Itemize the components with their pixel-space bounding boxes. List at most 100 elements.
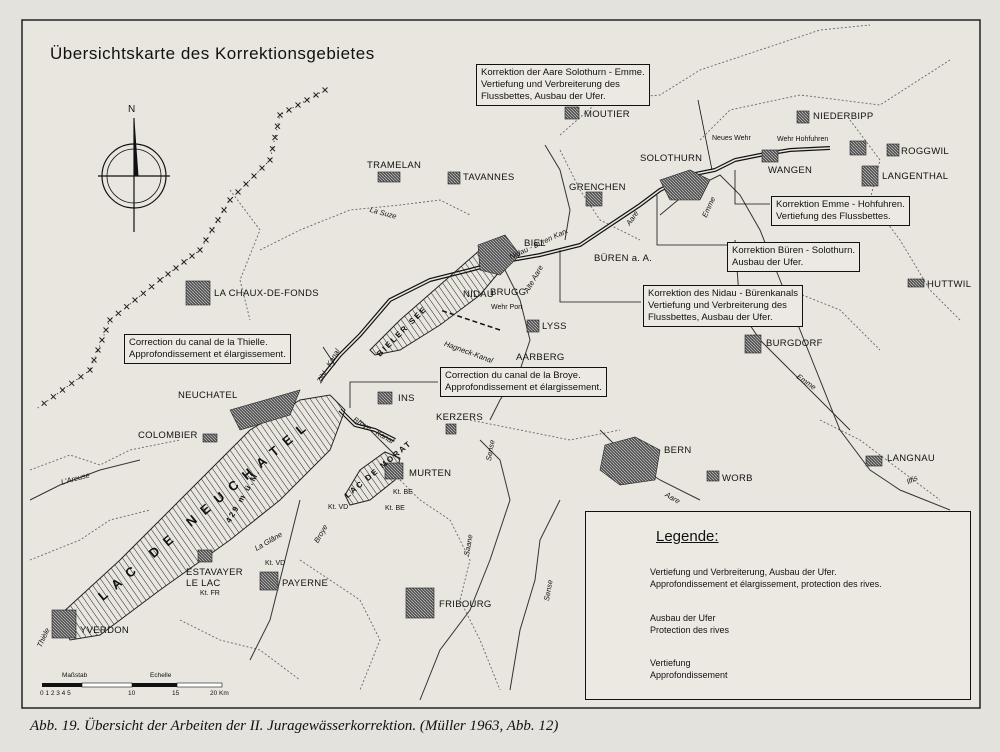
border-cross (95, 347, 101, 353)
place-label-grenchen: GRENCHEN (569, 182, 626, 193)
grenchen-block (585, 191, 603, 207)
annotation-line: Approfondissement et élargissement. (445, 382, 602, 393)
figure-caption: Abb. 19. Übersicht der Arbeiten der II. … (30, 718, 559, 734)
border-cross (41, 400, 48, 407)
annotation-box_bueren: Korrektion Büren - Solothurn.Ausbau der … (727, 242, 861, 272)
border-cross (87, 367, 93, 373)
border-cross (50, 393, 57, 400)
border-cross (203, 237, 209, 243)
small-label-neues_wehr: Neues Wehr (712, 135, 751, 142)
border-cross (165, 271, 171, 277)
lake-neuchatel (59, 394, 346, 641)
place-label-worb: WORB (722, 473, 753, 484)
place-label-estavayer: ESTAVAYER LE LAC (186, 567, 243, 589)
border-cross (68, 380, 75, 387)
border-cross (277, 112, 283, 118)
border-cross (77, 373, 84, 380)
tavannes-block (447, 171, 461, 185)
border-cross (189, 253, 195, 259)
border-cross (267, 157, 273, 163)
payerne-block (259, 571, 279, 591)
wangen-block (761, 149, 779, 163)
national-border (34, 87, 328, 411)
annotation-box_broye: Correction du canal de la Broye.Approfon… (440, 367, 607, 397)
tramelan-block (377, 171, 401, 183)
border-cross (272, 134, 278, 141)
annotation-line: Korrektion Emme - Hohfuhren. (776, 199, 905, 210)
place-label-yverdon: YVERDON (80, 625, 130, 636)
bern-block (599, 436, 661, 486)
small-label-kt_vd2: Kt. VD (265, 560, 286, 567)
place-label-solothurn: SOLOTHURN (640, 153, 703, 164)
border-cross (295, 102, 301, 108)
place-label-kerzers: KERZERS (436, 412, 483, 423)
annotation-box_aare: Korrektion der Aare Solothurn - Emme.Ver… (476, 64, 650, 106)
place-label-langenthal: LANGENTHAL (882, 171, 949, 182)
place-label-lyss: LYSS (542, 321, 567, 332)
place-label-huttwil: HUTTWIL (927, 279, 972, 290)
border-cross (209, 227, 215, 233)
legend-item-deepen: Vertiefung Approfondissement (650, 658, 728, 680)
small-label-wehr_hohfuhren: Wehr Hohfuhren (777, 136, 829, 143)
annotation-line: Flussbettes, Ausbau der Ufer. (648, 312, 773, 323)
map-title: Übersichtskarte des Korrektionsgebietes (50, 44, 375, 63)
border-cross (313, 92, 319, 98)
border-cross (286, 107, 292, 113)
burgdorf-block (744, 334, 762, 354)
place-label-bueren: BÜREN a. A. (594, 253, 653, 264)
border-cross (59, 387, 66, 393)
small-label-kt_fr: Kt. FR (200, 590, 220, 597)
border-cross (215, 217, 221, 223)
box-leaders (322, 99, 770, 408)
scale-label-de: Maßstab (62, 672, 88, 679)
border-cross (322, 87, 328, 93)
annotation-line: Vertiefung und Verbreiterung des (481, 79, 620, 90)
border-cross (235, 189, 241, 195)
neuchatel-block (229, 389, 301, 431)
place-label-tramelan: TRAMELAN (367, 160, 422, 171)
place-label-langnau: LANGNAU (887, 453, 936, 464)
annotation-line: Korrektion Büren - Solothurn. (732, 245, 856, 256)
place-label-brugg: BRUGG (490, 287, 527, 298)
legend-item-deepen-widen: Vertiefung und Verbreiterung, Ausbau der… (650, 567, 882, 589)
small-label-wehr_port: Wehr Port (491, 304, 523, 311)
small-label-kt_vd1: Kt. VD (328, 504, 349, 511)
hohfuhren-block (849, 140, 867, 156)
scale-tick: 10 (128, 690, 136, 697)
lyss-block (526, 319, 540, 333)
place-label-lachaux: LA CHAUX-DE-FONDS (214, 288, 319, 299)
annotation-line: Korrektion des Nidau - Bürenkanals (648, 288, 798, 299)
border-cross (274, 123, 281, 130)
huttwil-block (907, 278, 925, 288)
estavayer-block (197, 549, 213, 563)
langenthal-block (861, 165, 879, 187)
place-label-aarberg: AARBERG (516, 352, 565, 363)
annotation-line: Vertiefung und Verbreiterung des (648, 300, 787, 311)
place-label-niederbipp: NIEDERBIPP (813, 111, 874, 122)
compass-north-label: N (128, 104, 136, 115)
fribourg-block (405, 587, 435, 619)
border-cross (115, 310, 122, 317)
kerzers-block (445, 423, 457, 435)
towns (51, 106, 925, 639)
legend-box: Legende: Vertiefung und Verbreiterung, A… (585, 511, 971, 700)
place-label-nidau: NIDAU (463, 289, 495, 300)
scale-label-fr: Echelle (150, 672, 172, 679)
yverdon-block (51, 609, 77, 639)
compass-rose (98, 118, 170, 232)
border-cross (197, 247, 203, 253)
border-cross (157, 277, 163, 283)
annotation-line: Korrektion der Aare Solothurn - Emme. (481, 67, 645, 78)
place-label-tavannes: TAVANNES (463, 172, 515, 183)
place-label-bern: BERN (664, 445, 692, 456)
annotation-line: Correction du canal de la Thielle. (129, 337, 268, 348)
border-cross (140, 290, 147, 297)
border-cross (99, 337, 105, 343)
annotation-line: Vertiefung des Flussbettes. (776, 211, 891, 222)
biel-block (477, 234, 521, 276)
roggwil-block (886, 143, 900, 157)
place-label-murten: MURTEN (409, 468, 452, 479)
niederbipp-block (796, 110, 810, 124)
